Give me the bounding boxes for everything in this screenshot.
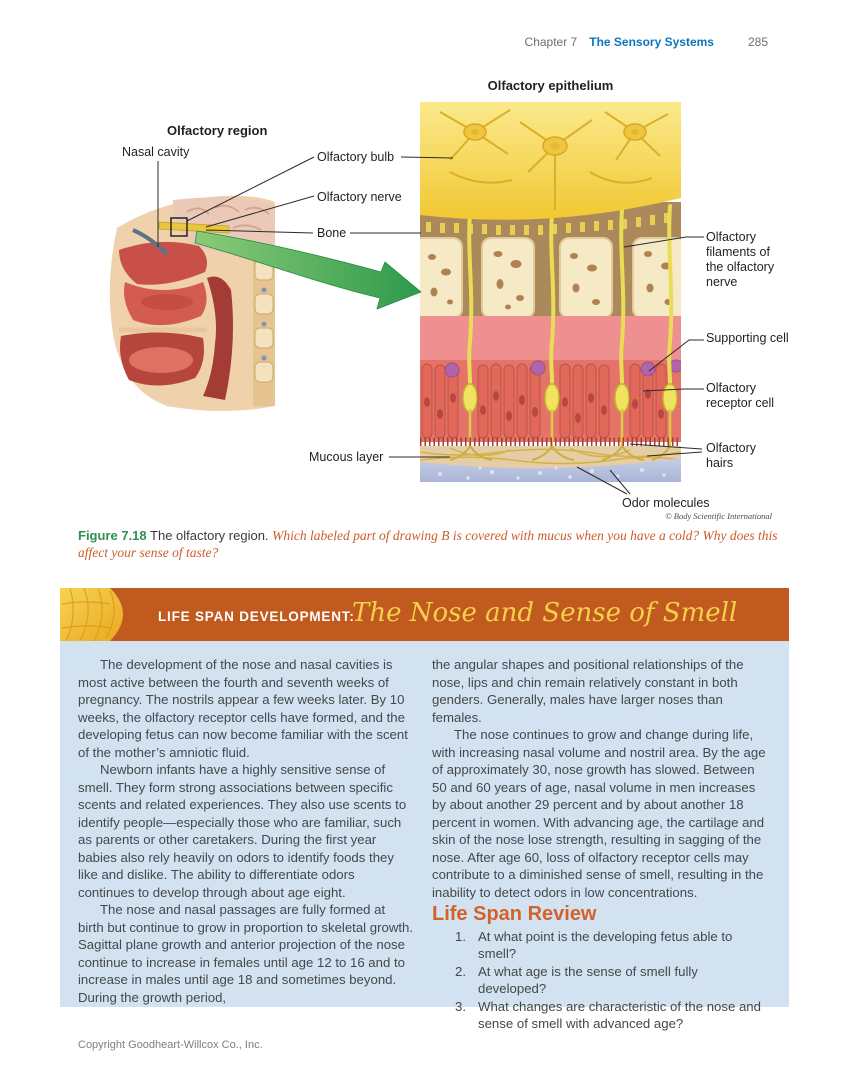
label-nasal-cavity: Nasal cavity xyxy=(122,145,190,159)
list-item: 2. At what age is the sense of smell ful… xyxy=(455,963,768,998)
label-mucous-layer: Mucous layer xyxy=(309,450,384,464)
list-item: 3. What changes are characteristic of th… xyxy=(455,998,768,1033)
feature-title: The Nose and Sense of Smell xyxy=(352,598,738,628)
paragraph: The development of the nose and nasal ca… xyxy=(78,657,408,760)
feature-header-bar: LIFE SPAN DEVELOPMENT: The Nose and Sens… xyxy=(60,588,789,641)
feature-column-right: the angular shapes and positional relati… xyxy=(432,656,768,1033)
list-number: 1. xyxy=(455,928,466,944)
figure-caption: Figure 7.18 The olfactory region. Which … xyxy=(78,527,785,561)
label-olfactory-bulb: Olfactory bulb xyxy=(317,150,395,164)
leaf-decoration xyxy=(60,588,123,641)
paragraph: The nose continues to grow and change du… xyxy=(432,727,766,900)
label-olfactory-receptor-cell: Olfactory receptor cell xyxy=(706,381,775,410)
olfactory-epithelium-illustration xyxy=(420,102,681,482)
feature-column-left: The development of the nose and nasal ca… xyxy=(78,656,414,1033)
panel-b-title: Olfactory epithelium xyxy=(487,78,614,93)
page-number: 285 xyxy=(747,35,768,49)
copyright-line: Copyright Goodheart-Willcox Co., Inc. xyxy=(78,1039,263,1051)
label-odor-molecules: Odor molecules xyxy=(622,496,710,510)
feature-kicker: LIFE SPAN DEVELOPMENT: xyxy=(158,609,355,624)
list-item: 1. At what point is the developing fetus… xyxy=(455,928,768,963)
label-olfactory-filaments: Olfactory filaments of the olfactory ner… xyxy=(706,230,775,289)
list-number: 2. xyxy=(455,963,466,979)
page-header: Chapter 7 The Sensory Systems 285 xyxy=(525,35,768,49)
paragraph: the angular shapes and positional relati… xyxy=(432,657,744,725)
review-question-list: 1. At what point is the developing fetus… xyxy=(455,928,768,1033)
figure-caption-question: Which labeled part of drawing B is cover… xyxy=(78,528,778,560)
label-supporting-cell: Supporting cell xyxy=(706,331,789,345)
label-bone: Bone xyxy=(317,226,347,240)
list-number: 3. xyxy=(455,998,466,1014)
paragraph: The nose and nasal passages are fully fo… xyxy=(78,902,414,1005)
paragraph: Newborn infants have a highly sensitive … xyxy=(78,762,407,900)
figure-number: Figure 7.18 xyxy=(78,528,147,543)
question-text: At what point is the developing fetus ab… xyxy=(478,928,733,962)
question-text: At what age is the sense of smell fully … xyxy=(478,963,698,997)
chapter-title: The Sensory Systems xyxy=(589,35,714,49)
review-heading: Life Span Review xyxy=(432,903,597,925)
label-olfactory-hairs: Olfactory hairs xyxy=(706,441,757,470)
panel-a-title: Olfactory region xyxy=(167,123,268,138)
question-text: What changes are characteristic of the n… xyxy=(478,998,761,1032)
figure-caption-text: The olfactory region. xyxy=(150,528,269,543)
chapter-label: Chapter 7 xyxy=(524,35,578,49)
feature-body: The development of the nose and nasal ca… xyxy=(60,641,789,1033)
life-span-feature-box: LIFE SPAN DEVELOPMENT: The Nose and Sens… xyxy=(60,588,789,1031)
label-olfactory-nerve: Olfactory nerve xyxy=(317,190,402,204)
head-sagittal-illustration xyxy=(109,195,275,411)
illustration-credit: © Body Scientific International xyxy=(665,511,772,521)
